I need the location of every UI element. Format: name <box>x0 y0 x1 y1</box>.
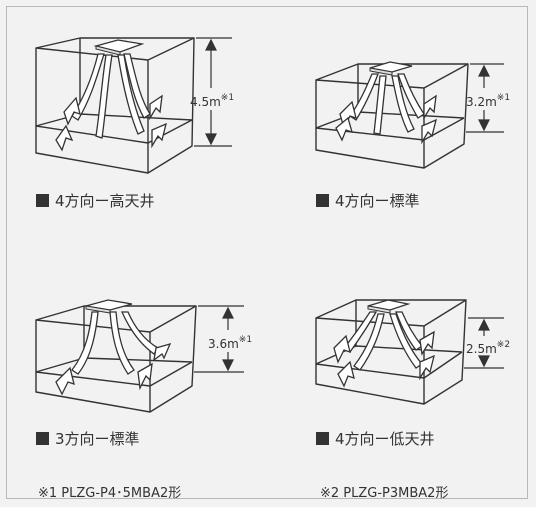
ceiling-unit <box>369 61 413 76</box>
caption-text: 4方向ー低天井 <box>335 430 435 448</box>
height-value: 4.5m <box>190 95 221 109</box>
footnote-2: ※2 PLZG-P3MBA2形 <box>320 486 449 501</box>
caption-text: 4方向ー標準 <box>335 192 420 210</box>
ceiling-unit <box>93 39 145 56</box>
height-label-2: 3.2m※1 <box>466 91 510 109</box>
height-value: 2.5m <box>466 342 497 356</box>
square-bullet-icon <box>36 432 49 445</box>
caption-text: 4方向ー高天井 <box>55 192 155 210</box>
room-box-standard <box>315 63 469 169</box>
height-label-4: 2.5m※2 <box>466 338 510 356</box>
caption-high-ceiling: 4方向ー高天井 <box>36 192 155 210</box>
airflow-streams <box>55 53 167 152</box>
square-bullet-icon <box>36 194 49 207</box>
note-mark: ※1 <box>496 93 511 103</box>
caption-text: 3方向ー標準 <box>55 430 140 448</box>
caption-standard: 4方向ー標準 <box>316 192 420 210</box>
room-box-3way <box>35 305 197 413</box>
height-value: 3.2m <box>466 95 497 109</box>
footnote-1: ※1 PLZG-P4･5MBA2形 <box>38 486 182 501</box>
ceiling-unit <box>85 299 133 314</box>
caption-3way: 3方向ー標準 <box>36 430 140 448</box>
note-mark: ※2 <box>496 340 511 350</box>
room-box-high-ceiling <box>35 37 195 174</box>
height-dimension-1 <box>194 37 232 147</box>
height-label-1: 4.5m※1 <box>190 91 234 109</box>
airflow-streams <box>55 311 172 396</box>
height-label-3: 3.6m※1 <box>208 333 252 351</box>
height-dimension-4 <box>464 317 504 369</box>
height-dimension-2 <box>466 63 504 133</box>
caption-low-ceiling: 4方向ー低天井 <box>316 430 435 448</box>
square-bullet-icon <box>316 194 329 207</box>
airflow-streams <box>333 311 435 388</box>
note-mark: ※1 <box>238 335 253 345</box>
airflow-streams <box>335 73 437 145</box>
note-mark: ※1 <box>220 93 235 103</box>
height-dimension-3 <box>194 305 244 373</box>
height-value: 3.6m <box>208 337 239 351</box>
ceiling-unit <box>367 299 411 314</box>
square-bullet-icon <box>316 432 329 445</box>
